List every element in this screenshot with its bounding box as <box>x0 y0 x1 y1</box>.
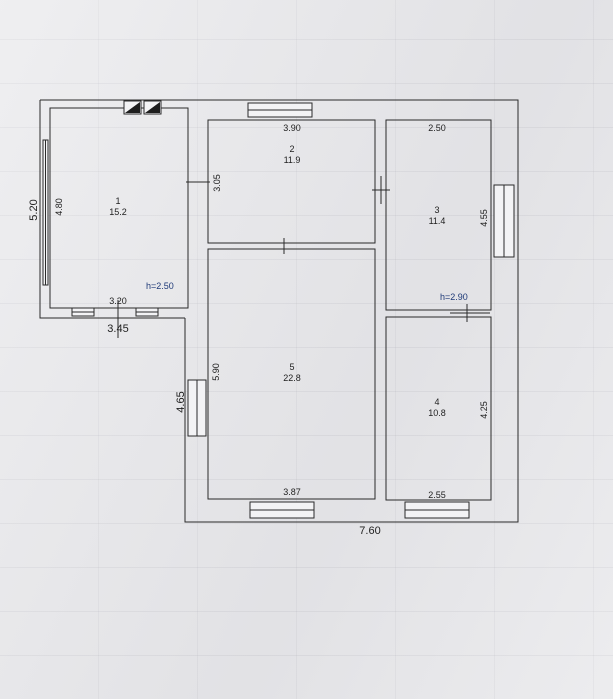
door-room-2-room-3 <box>372 176 390 204</box>
window-bottom-room-4 <box>404 501 470 519</box>
room-3-number: 3 <box>434 205 439 215</box>
room-2-width: 3.90 <box>283 123 301 133</box>
room-1-height: 4.80 <box>54 198 64 216</box>
room-1-area: 15.2 <box>109 207 127 217</box>
room-1-number: 1 <box>115 196 120 206</box>
room-3-outline <box>385 119 492 311</box>
window-bottom-annex-b <box>135 307 159 317</box>
window-bottom-annex-a <box>71 307 95 317</box>
room-2-height: 3.05 <box>212 174 222 192</box>
dim-main-height: 4.65 <box>175 391 187 412</box>
room-3-width: 2.50 <box>428 123 446 133</box>
room-5-number: 5 <box>289 362 294 372</box>
room-3-ceiling-height: h=2.90 <box>440 292 468 302</box>
window-right-room-3 <box>493 184 515 258</box>
dim-annex-width: 3.45 <box>107 323 128 335</box>
window-top-room-2 <box>247 102 313 118</box>
annex-outer-wall <box>39 99 188 319</box>
dim-overall-width: 7.60 <box>359 525 380 537</box>
room-2-number: 2 <box>289 144 294 154</box>
room-4-height: 4.25 <box>479 401 489 419</box>
window-bottom-room-5 <box>249 501 315 519</box>
room-1-outline <box>49 107 189 309</box>
room-3-height: 4.55 <box>479 209 489 227</box>
room-5-width: 3.87 <box>283 487 301 497</box>
room-5-outline <box>207 248 376 500</box>
main-outer-wall <box>184 99 519 523</box>
room-1-width: 3.20 <box>109 296 127 306</box>
window-left-room-5 <box>187 379 207 437</box>
dim-annex-height: 5.20 <box>28 199 40 220</box>
room-5-height: 5.90 <box>211 363 221 381</box>
room-5-area: 22.8 <box>283 373 301 383</box>
room-4-outline <box>385 316 492 501</box>
room-1-ceiling-height: h=2.50 <box>146 281 174 291</box>
vent-icons <box>123 100 162 115</box>
room-2-outline <box>207 119 376 244</box>
room-3-area: 11.4 <box>429 216 446 226</box>
room-4-number: 4 <box>434 397 439 407</box>
window-left-annex <box>42 139 49 286</box>
room-2-area: 11.9 <box>284 155 301 165</box>
door-room-3-room-4 <box>450 304 490 322</box>
room-4-area: 10.8 <box>428 408 446 418</box>
room-4-width: 2.55 <box>428 490 446 500</box>
